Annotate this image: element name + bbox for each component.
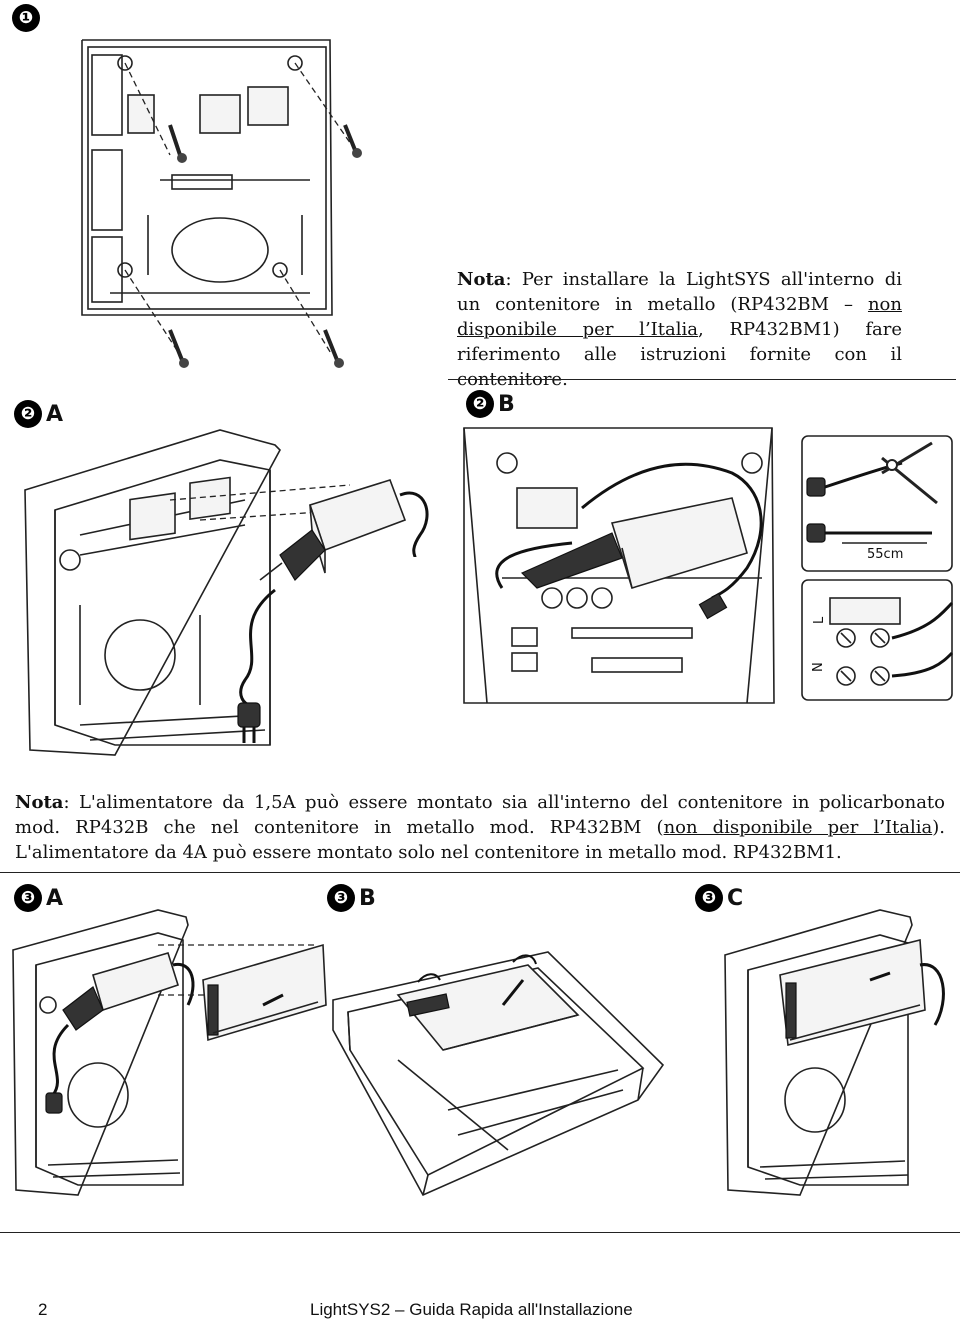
rotate-arrow-icon bbox=[512, 954, 537, 965]
figure-2b-power-supply-wiring: 55cm L N bbox=[463, 427, 954, 704]
control-panel-board-icon bbox=[779, 938, 926, 1047]
step-3c-marker: ❸ C bbox=[695, 884, 743, 912]
note-unavailable-text: non disponibile per l’Italia bbox=[457, 294, 902, 340]
note-power-supply: Nota: L'alimentatore da 1,5A può essere … bbox=[15, 790, 945, 865]
note-metal-enclosure: Nota: Per installare la LightSYS all'int… bbox=[457, 267, 902, 392]
step-3b-number: ❸ bbox=[327, 884, 355, 912]
step-3a-letter: A bbox=[46, 885, 64, 911]
footer-divider bbox=[0, 1232, 960, 1233]
step-2b-marker: ❷ B bbox=[466, 390, 515, 418]
screw-icon bbox=[323, 329, 344, 368]
terminal-block-detail: L N bbox=[801, 579, 954, 701]
screw-icon bbox=[168, 124, 187, 163]
terminal-n-label: N bbox=[811, 662, 826, 672]
figure-3b-board-mounting bbox=[332, 951, 665, 1197]
section-divider bbox=[448, 379, 956, 380]
step-3a-marker: ❸ A bbox=[14, 884, 63, 912]
figure-3a-board-insertion bbox=[12, 909, 327, 1196]
rotate-arrow-icon bbox=[417, 973, 441, 983]
note-text: ). L'alimentatore da 4A può essere monta… bbox=[15, 817, 945, 863]
step-3b-letter: B bbox=[359, 885, 376, 911]
figure-3c-board-installed bbox=[724, 909, 945, 1196]
control-panel-board-icon bbox=[396, 964, 580, 1051]
plug-icon bbox=[806, 477, 826, 497]
cable-length-label: 55cm bbox=[867, 547, 903, 562]
screw-icon bbox=[343, 124, 362, 158]
figure-2a-power-supply bbox=[24, 429, 429, 756]
step-2a-marker: ❷ A bbox=[14, 400, 63, 428]
step-1-marker: ❶ bbox=[12, 4, 40, 32]
control-panel-board-icon bbox=[202, 943, 327, 1042]
step-3a-number: ❸ bbox=[14, 884, 42, 912]
page-number: 2 bbox=[38, 1300, 48, 1319]
cable-prep-detail: 55cm bbox=[801, 435, 953, 572]
figure-1-box-mounting bbox=[81, 39, 362, 368]
power-supply-icon bbox=[62, 952, 179, 1031]
step-3b-marker: ❸ B bbox=[327, 884, 376, 912]
note-unavailable-text: non disponibile per l’Italia bbox=[663, 817, 933, 838]
plug-icon bbox=[806, 523, 826, 543]
step-2b-number: ❷ bbox=[466, 390, 494, 418]
screw-icon bbox=[168, 329, 189, 368]
section-divider bbox=[0, 872, 960, 873]
pliers-icon bbox=[881, 441, 938, 505]
step-2a-letter: A bbox=[46, 401, 64, 427]
step-3c-letter: C bbox=[727, 885, 744, 911]
note-text: : Per installare la LightSYS all'interno… bbox=[457, 269, 902, 315]
note-label: Nota bbox=[457, 269, 506, 290]
terminal-l-label: L bbox=[812, 616, 827, 624]
document-title: LightSYS2 – Guida Rapida all'Installazio… bbox=[310, 1300, 633, 1319]
power-plug-icon bbox=[237, 702, 261, 743]
step-3c-number: ❸ bbox=[695, 884, 723, 912]
step-2a-number: ❷ bbox=[14, 400, 42, 428]
note-text: : L'alimentatore da 1,5A può essere mont… bbox=[15, 792, 945, 838]
step-2b-letter: B bbox=[498, 391, 515, 417]
step-1-number: ❶ bbox=[12, 4, 40, 32]
power-plug-icon bbox=[45, 1092, 63, 1114]
note-label: Nota bbox=[15, 792, 64, 813]
power-supply-icon bbox=[520, 497, 748, 589]
power-supply-icon bbox=[259, 479, 407, 581]
